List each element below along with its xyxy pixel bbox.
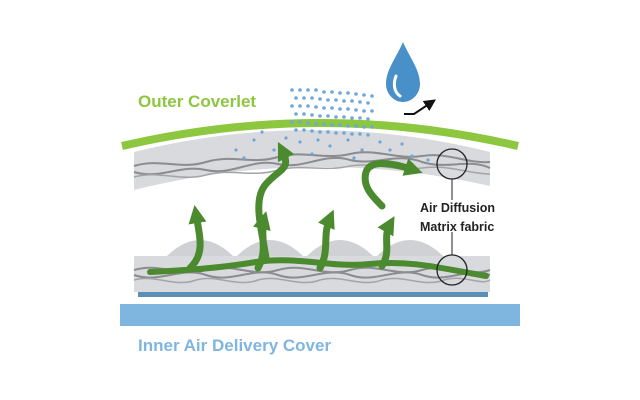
- airflow-arrow: [147, 257, 489, 279]
- airflow-arrow: [361, 158, 423, 210]
- upper-fabric-layer: [133, 130, 491, 190]
- water-drop-icon: [386, 42, 420, 102]
- air-diffusion-line1: Air Diffusion: [420, 201, 495, 215]
- airflow-arrows: [147, 141, 489, 279]
- outer-coverlet-label: Outer Coverlet: [138, 92, 257, 111]
- air-diffusion-matrix-label: Air Diffusion Matrix fabric: [420, 199, 495, 237]
- airflow-arrow: [186, 205, 207, 272]
- water-drop-highlight: [392, 74, 402, 98]
- inner-air-delivery-cover: [120, 304, 520, 326]
- inner-cover-edge: [138, 291, 488, 297]
- air-diffusion-line2: Matrix fabric: [420, 220, 495, 234]
- inner-air-delivery-cover-label: Inner Air Delivery Cover: [138, 336, 332, 355]
- outer-coverlet: [121, 119, 519, 150]
- airflow-arrow: [255, 141, 295, 262]
- moisture-dots: [234, 88, 430, 162]
- diagonal-arrow-icon: [404, 99, 436, 115]
